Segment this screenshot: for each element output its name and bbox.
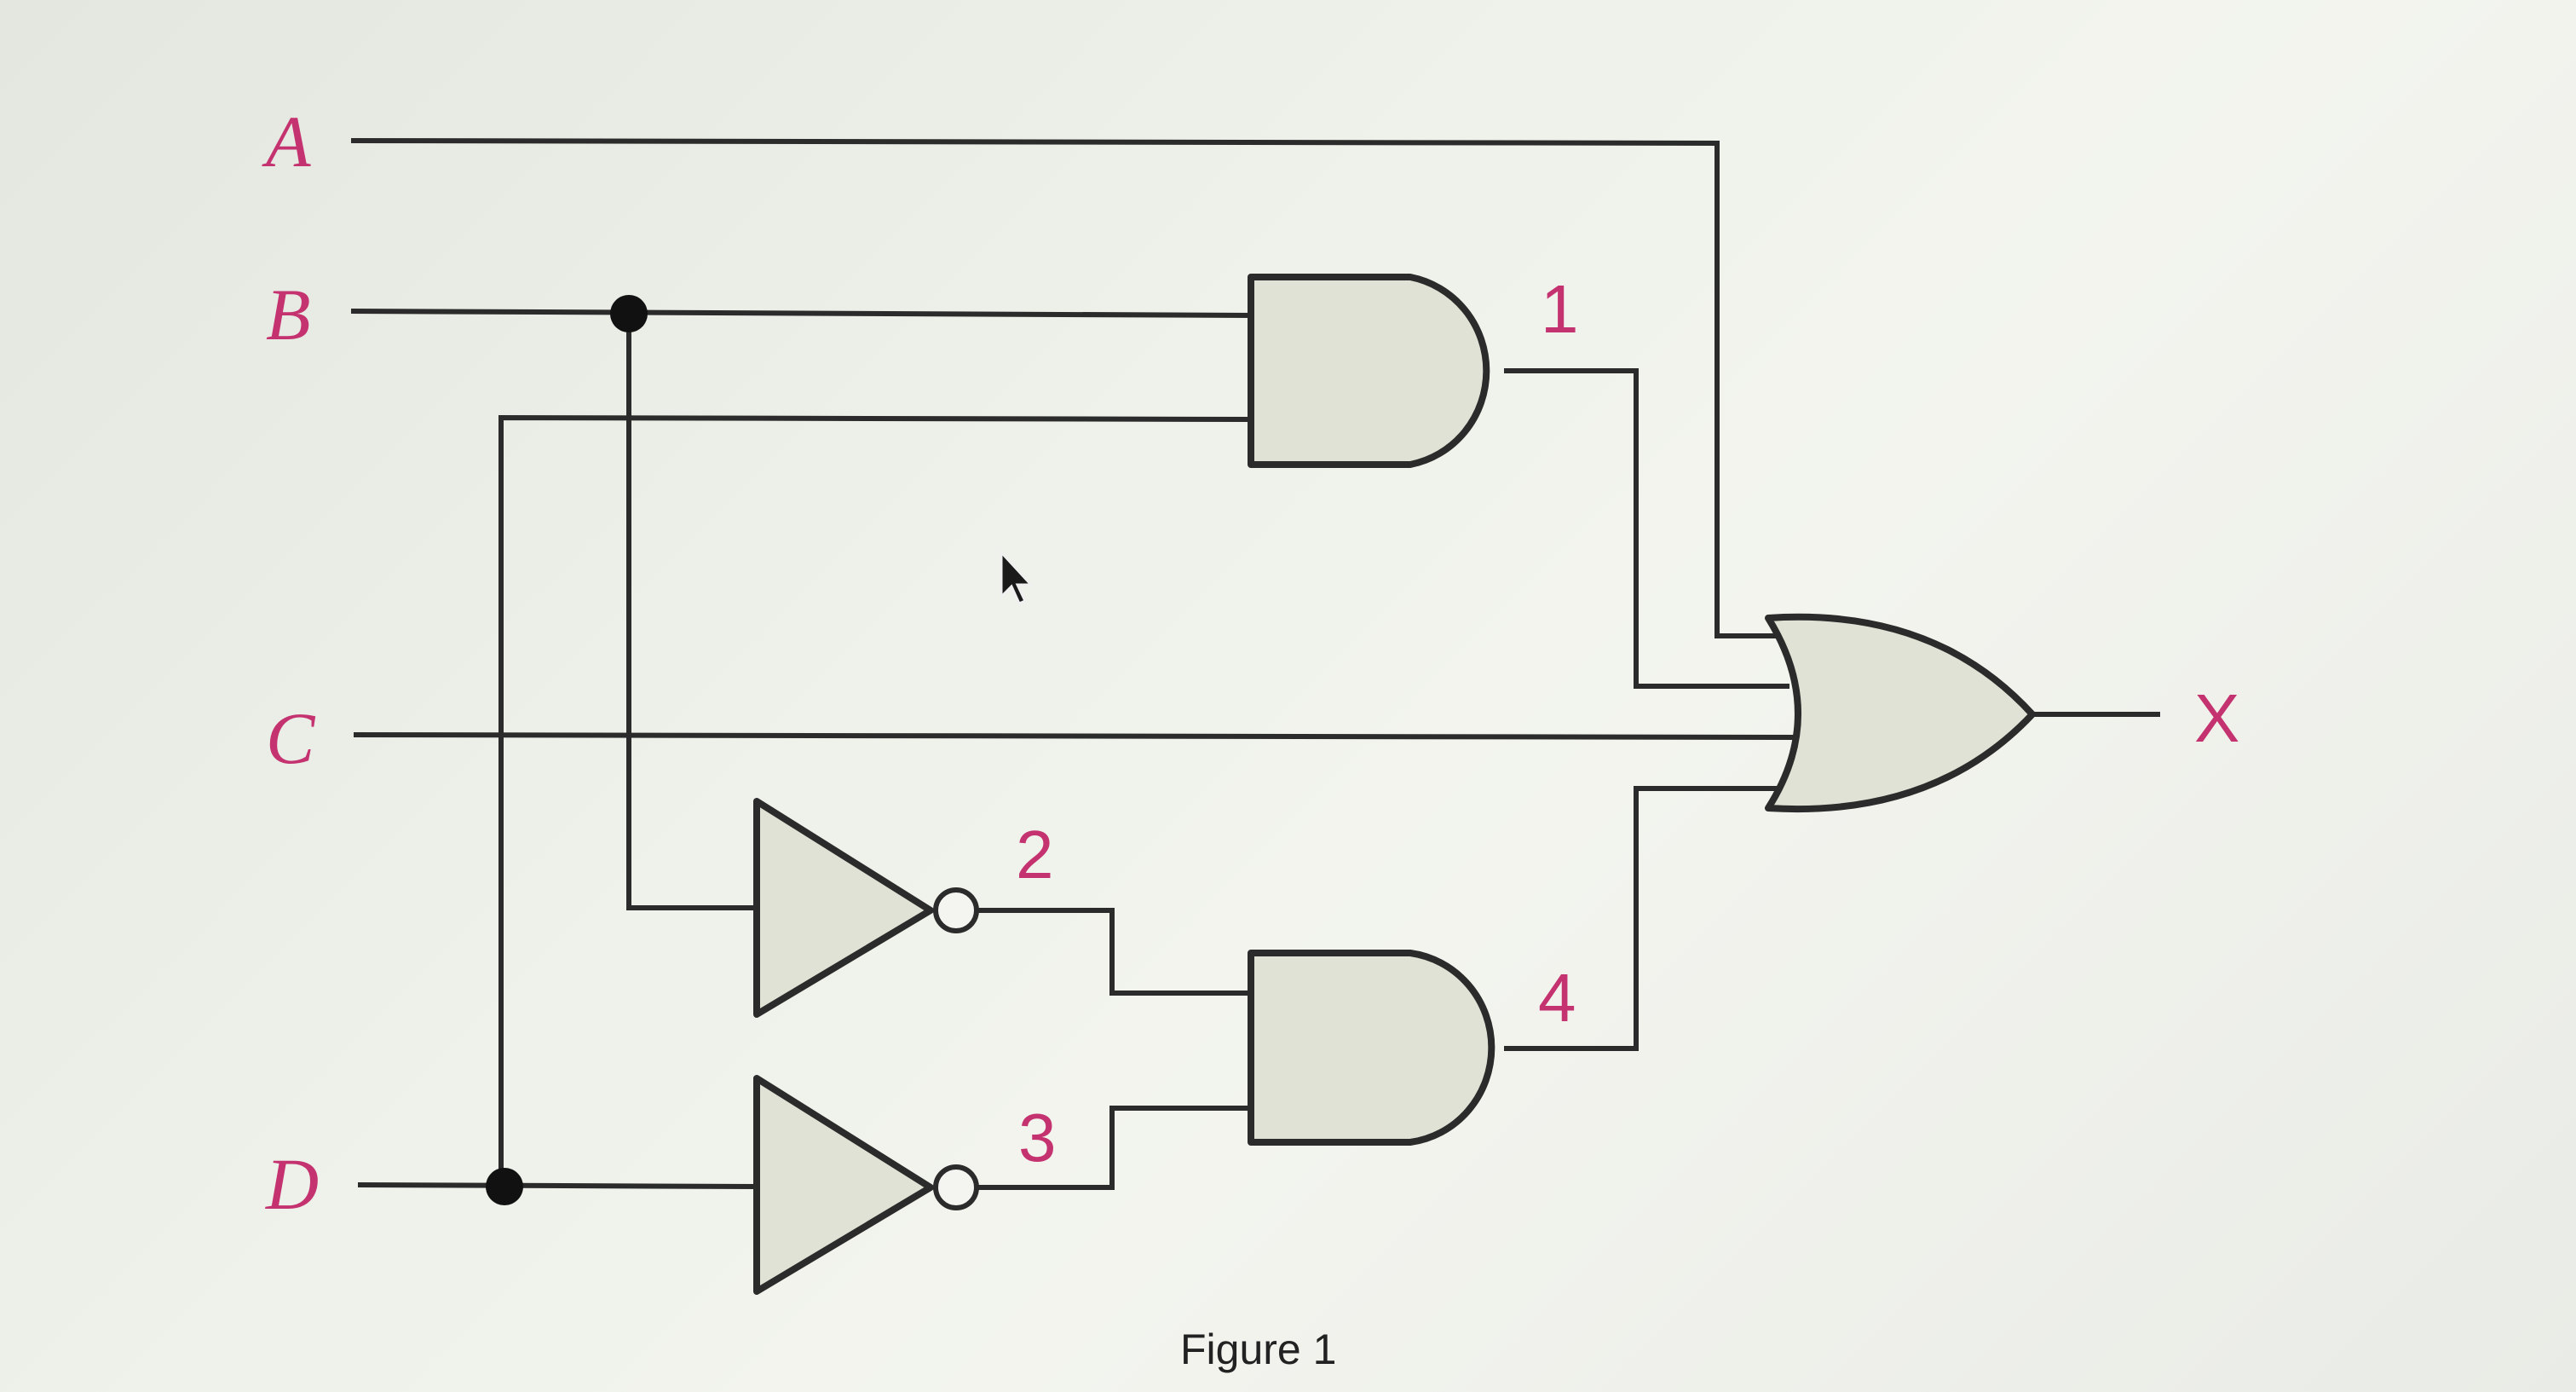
gate-2-label: 2 — [1016, 817, 1054, 892]
and-gate-1 — [1248, 274, 1490, 468]
wire-gate2-out — [978, 908, 1251, 996]
wire-c — [353, 732, 1797, 740]
input-label-c: C — [266, 697, 316, 779]
wire-b-branch — [626, 314, 757, 910]
wire-gate1-out — [1504, 368, 1789, 689]
input-label-d: D — [265, 1143, 319, 1225]
or-gate — [1765, 613, 2036, 813]
gate-3-label: 3 — [1018, 1100, 1057, 1175]
wire-gate3-out — [978, 1106, 1251, 1190]
output-label-x: X — [2194, 680, 2239, 756]
wire-gate4-out — [1504, 786, 1789, 1051]
wire-b — [350, 309, 1252, 318]
gate-4-label: 4 — [1538, 960, 1576, 1036]
gate-1-label: 1 — [1541, 271, 1579, 347]
not-gate-3 — [753, 1075, 934, 1295]
junction-b — [610, 295, 648, 332]
input-label-b: B — [266, 274, 311, 355]
and-gate-4 — [1248, 950, 1495, 1146]
wire-a — [350, 138, 1781, 638]
not-gate-3-bubble — [933, 1164, 979, 1210]
wire-d-branch — [498, 414, 1252, 1187]
not-gate-2-bubble — [933, 887, 979, 933]
wire-d — [357, 1182, 758, 1189]
figure-caption: Figure 1 — [1180, 1326, 1336, 1373]
junction-d — [486, 1168, 523, 1205]
input-label-a: A — [262, 101, 311, 182]
mouse-pointer-icon — [1000, 549, 1034, 605]
not-gate-2 — [753, 798, 934, 1018]
